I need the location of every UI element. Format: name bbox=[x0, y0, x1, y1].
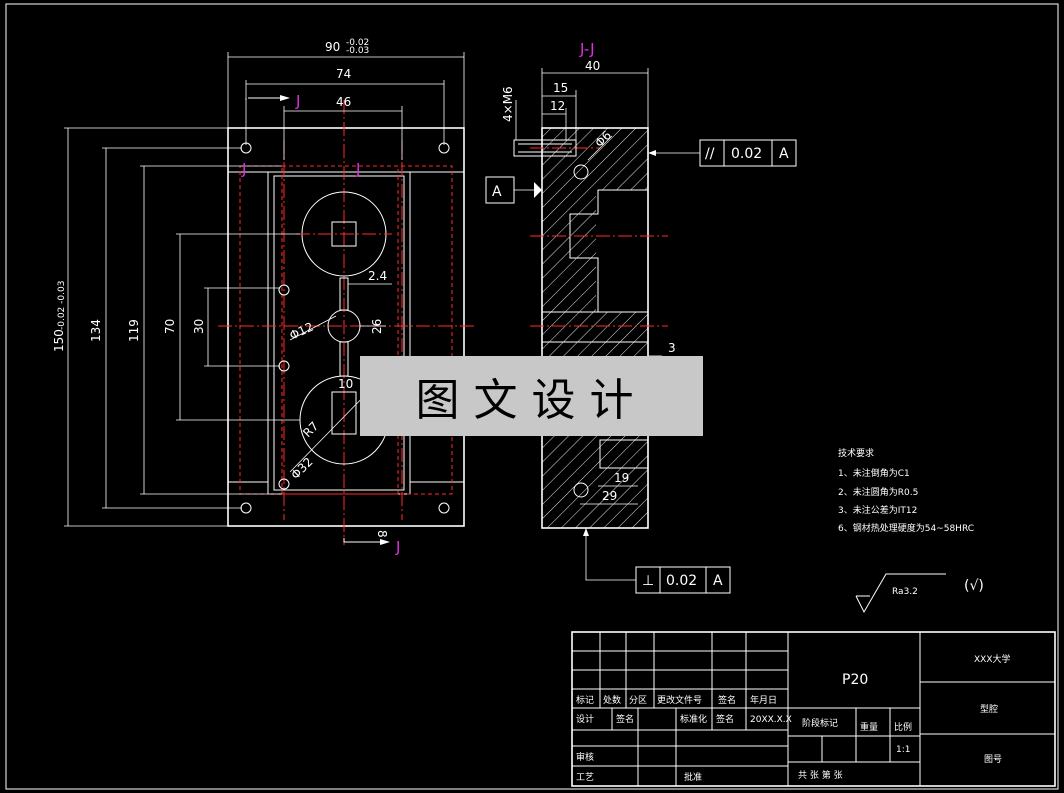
parallel-tolerance-frame: // 0.02 A bbox=[699, 139, 797, 167]
section-label-bottom: J bbox=[395, 538, 400, 556]
watermark-banner: 图文设计 bbox=[360, 356, 703, 436]
row-label-2: 处数 bbox=[603, 694, 621, 706]
dim-3: 3 bbox=[668, 341, 676, 355]
scale-value: 1:1 bbox=[896, 745, 910, 755]
section-title: J-J bbox=[579, 40, 595, 58]
roughness-value: Ra3.2 bbox=[892, 587, 918, 597]
stage-mark-label: 阶段标记 bbox=[802, 717, 838, 729]
check-label: 审核 bbox=[576, 751, 594, 763]
perpendicular-tolerance-frame: ⊥ 0.02 A bbox=[635, 566, 731, 594]
sign-label: 签名 bbox=[616, 713, 634, 725]
title-block: P20 XXX大学 型腔 图号 1:1 标记 处数 分区 更改文件号 签名 年月… bbox=[571, 631, 1056, 787]
row-label-4: 更改文件号 bbox=[657, 694, 702, 706]
part-name: P20 bbox=[842, 672, 868, 688]
parallel-symbol: // bbox=[705, 146, 715, 162]
technical-notes: 技术要求 1、未注倒角为C1 2、未注圆角为R0.5 3、未注公差为IT12 6… bbox=[838, 447, 974, 534]
dim-134: 134 bbox=[89, 319, 103, 342]
dim-8: 8 bbox=[375, 530, 389, 538]
dim-2-4: 2.4 bbox=[368, 269, 387, 283]
dim-150-tol: -0.02 -0.03 bbox=[57, 281, 67, 330]
roughness-other: (√) bbox=[964, 578, 984, 594]
notes-title: 技术要求 bbox=[838, 447, 874, 459]
section-label-top: J bbox=[295, 92, 300, 110]
note-2: 2、未注圆角为R0.5 bbox=[838, 486, 918, 498]
dim-150: 150 bbox=[52, 329, 66, 352]
perpendicular-symbol: ⊥ bbox=[642, 573, 654, 589]
process-label: 工艺 bbox=[576, 772, 594, 783]
dim-90-tol-lower: -0.03 bbox=[346, 46, 369, 56]
standardize-label: 标准化 bbox=[680, 713, 707, 725]
dim-19: 19 bbox=[614, 471, 629, 485]
dim-119: 119 bbox=[127, 319, 141, 342]
parallel-datum: A bbox=[779, 146, 789, 162]
note-4: 6、钢材热处理硬度为54~58HRC bbox=[838, 522, 974, 534]
roughness-symbol: Ra3.2 (√) bbox=[855, 573, 984, 614]
section-label-mid: J bbox=[355, 160, 360, 178]
row-label-1: 标记 bbox=[576, 694, 594, 706]
dim-26: 26 bbox=[370, 319, 384, 334]
drawing-name: 型腔 bbox=[980, 703, 998, 715]
perpendicular-datum: A bbox=[713, 573, 723, 589]
section-view bbox=[485, 68, 700, 581]
section-label-left: J bbox=[241, 160, 246, 178]
dim-74: 74 bbox=[336, 67, 351, 81]
dim-40: 40 bbox=[585, 59, 600, 73]
datum-label: A bbox=[492, 184, 502, 200]
dim-29: 29 bbox=[602, 489, 617, 503]
dim-70: 70 bbox=[163, 319, 177, 334]
drawing-number: 图号 bbox=[984, 754, 1002, 765]
front-view bbox=[64, 52, 474, 545]
scale-label: 比例 bbox=[894, 721, 912, 733]
dim-10: 10 bbox=[338, 377, 353, 391]
dim-thread: 4×M6 bbox=[501, 86, 515, 122]
drawing-border bbox=[5, 3, 1059, 790]
school-name: XXX大学 bbox=[974, 653, 1011, 665]
row-label-3: 分区 bbox=[629, 695, 647, 706]
approve-label: 批准 bbox=[684, 771, 702, 783]
dim-phi12: Φ12 bbox=[287, 320, 315, 343]
date-sample: 20XX.X.X bbox=[750, 715, 792, 725]
dim-46: 46 bbox=[336, 95, 351, 109]
row-label-6: 年月日 bbox=[750, 694, 777, 706]
dim-phi32: Φ32 bbox=[288, 455, 315, 482]
dim-12: 12 bbox=[550, 99, 565, 113]
note-1: 1、未注倒角为C1 bbox=[838, 467, 910, 479]
note-3: 3、未注公差为IT12 bbox=[838, 504, 917, 516]
sign-label-2: 签名 bbox=[716, 713, 734, 725]
row-label-5: 签名 bbox=[718, 694, 736, 706]
weight-label: 重量 bbox=[860, 721, 878, 733]
dim-15: 15 bbox=[553, 81, 568, 95]
perpendicular-value: 0.02 bbox=[666, 573, 697, 589]
dim-90: 90 bbox=[325, 40, 340, 54]
dim-30: 30 bbox=[192, 319, 206, 334]
sheets-label: 共 张 第 张 bbox=[798, 769, 843, 781]
parallel-value: 0.02 bbox=[731, 146, 762, 162]
dim-90-tol-upper: -0.02 bbox=[346, 38, 369, 48]
design-label: 设计 bbox=[576, 713, 594, 725]
